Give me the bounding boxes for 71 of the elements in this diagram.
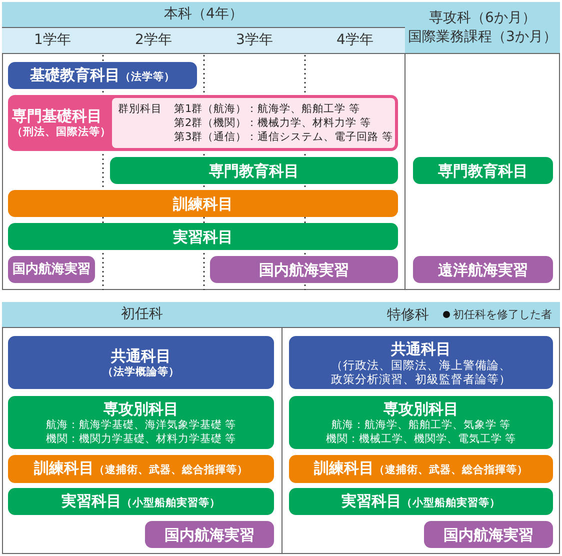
header-text: 専攻科（6か月） [429,8,536,28]
header-text: 特修科 [387,306,429,324]
subject-box [8,190,398,217]
subject-title: 遠洋航海実習 [438,260,528,278]
subject-note: （行政法、国際法、海上警備論、政策分析演習、初級監督者論等） [330,358,512,386]
subject-title: 実習科目 [342,492,402,510]
subject-box [289,488,553,515]
subject-box [413,157,553,184]
subject-box [289,455,553,483]
header-text: 国際業務課程（3か月） [408,28,557,46]
header-text: 2学年 [135,31,172,50]
header-cell [405,2,560,54]
header-cell [305,28,405,54]
subject-detail: 航海：航海学基礎、海洋気象学基礎 等 [46,418,236,432]
subject-title: 専門基礎科目 [12,107,102,125]
header-cell [2,28,103,54]
group-line: 第1群（航海）：航海学、船舶工学 等 [174,102,362,116]
subject-note: （刑法、国際法等） [12,125,102,139]
subject-title: 訓練科目 [314,459,374,477]
subject-title: 国内航海実習 [12,260,90,278]
subject-title: 訓練科目 [34,459,94,477]
subject-box [210,256,398,283]
subject-title: 訓練科目 [173,194,233,212]
subject-detail: 機関：機関力学基礎、材料力学基礎 等 [46,432,236,446]
subject-box [289,396,553,449]
subject-title: 共通科目 [111,346,171,364]
subject-detail: 航海：航海学、船舶工学、気象学 等 [331,418,511,432]
header-text: 4学年 [336,31,374,50]
subject-note: （法学概論等） [102,364,180,378]
subject-detail: 機関：機械工学、機関学、電気工学 等 [326,432,516,446]
subject-box [8,256,95,283]
subject-box [8,455,274,483]
header-text: 1学年 [34,31,71,50]
subject-box [8,488,274,515]
group-title: 群別科目 [118,102,162,116]
subject-box [413,256,553,283]
header-text: 初任科 [121,305,163,324]
subject-note: （小型船舶実習等） [122,496,220,510]
subject-title: 実習科目 [62,492,122,510]
group-panel [112,98,395,148]
subject-box [424,521,553,548]
note-text: 初任科を修了した者 [453,307,552,322]
subject-box [145,521,274,548]
header-cell [2,302,282,328]
subject-title: 専門教育科目 [438,162,528,180]
subject-box [8,62,197,89]
subject-note: （小型船舶実習等） [402,496,500,510]
subject-box [8,223,398,250]
subject-note: （法学等） [120,70,175,84]
subject-title: 共通科目 [391,340,451,358]
subject-title: 国内航海実習 [444,526,534,544]
subject-box [110,157,398,184]
subject-note: （逮捕術、武器、総合指揮等） [94,463,248,477]
subject-note: （逮捕術、武器、総合指揮等） [374,463,528,477]
header-text: 3学年 [236,31,273,50]
subject-title: 実習科目 [173,228,233,246]
subject-title: 専攻別科目 [104,400,178,418]
subject-box [8,95,398,151]
group-line: 第2群（機関）：機械力学、材料力学 等 [174,116,372,130]
subject-box [8,396,274,449]
group-line: 第3群（通信）：通信システム、電子回路 等 [174,130,394,144]
header-cell [2,2,405,28]
header-text: 本科（4年） [164,5,243,24]
subject-box [289,336,553,389]
header-cell [282,302,560,328]
subject-title: 国内航海実習 [259,260,349,278]
subject-box [8,336,274,389]
subject-title: 専攻別科目 [384,400,458,418]
subject-title: 基礎教育科目 [30,66,120,84]
subject-title: 専門教育科目 [209,162,299,180]
subject-title: 国内航海実習 [164,526,254,544]
